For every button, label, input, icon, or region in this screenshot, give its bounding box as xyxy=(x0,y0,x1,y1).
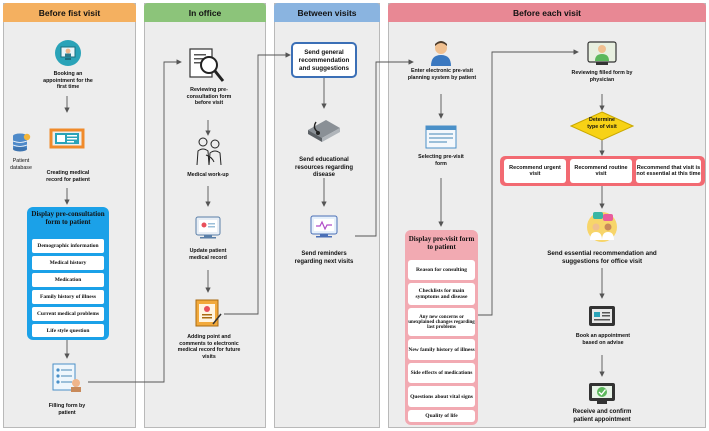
update-record-label: Update patient medical record xyxy=(189,248,227,261)
list-item: Reason for consulting xyxy=(408,260,475,280)
list-item: Quality of life xyxy=(408,410,475,422)
creating-record-label: Creating medical record for patient xyxy=(46,170,90,183)
list-item: Life style question xyxy=(32,324,104,337)
lane-title: In office xyxy=(144,3,266,22)
filling-form-icon xyxy=(50,362,84,392)
medical-workup-icon xyxy=(192,135,226,167)
list-item: Family history of illness xyxy=(32,290,104,304)
pre-visit-title: Display pre-visit form to patient xyxy=(408,235,475,252)
reviewing-form-label: Reviewing pre-consultation form before v… xyxy=(186,87,232,107)
list-item: Checklists for main symptoms and disease xyxy=(408,283,475,305)
reviewing-filled-label: Reviewing filled form by physician xyxy=(571,70,633,83)
lane-title: Between visits xyxy=(274,3,380,22)
send-educational-label: Send educational resources regarding dis… xyxy=(294,157,354,178)
book-advise-label: Book an appointment based on advise xyxy=(575,333,631,346)
pre-visit-panel: Display pre-visit form to patient Reason… xyxy=(405,230,478,425)
list-item: Questions about vital signs xyxy=(408,386,475,407)
pre-consultation-panel: Display pre-consultation form to patient… xyxy=(27,207,109,340)
medical-record-icon xyxy=(48,125,86,153)
options-container: Recommend urgent visit Recommend routine… xyxy=(500,156,705,186)
lane-title: Before fist visit xyxy=(3,3,136,22)
list-item: Side effects of medications xyxy=(408,363,475,383)
adding-point-label: Adding point and comments to electronic … xyxy=(177,334,241,360)
list-item: Medical history xyxy=(32,256,104,270)
filling-form-label: Filling form by patient xyxy=(48,403,86,416)
patient-database-icon xyxy=(11,132,31,154)
reviewing-form-icon xyxy=(188,45,226,85)
list-item: New family history of illness xyxy=(408,339,475,360)
medical-workup-label: Medical work-up xyxy=(187,172,229,178)
send-general-box: Send general recommendation and suggesti… xyxy=(291,42,357,78)
book-appointment-icon xyxy=(588,305,616,327)
send-reminders-label: Send reminders regarding next visits xyxy=(294,251,354,265)
list-item: Demographic information xyxy=(32,239,104,253)
enter-system-label: Enter electronic pre-visit planning syst… xyxy=(407,68,477,81)
reminders-icon xyxy=(308,212,340,242)
determine-label: Determine type of visit xyxy=(587,117,617,130)
booking-label: Booking an appointment for the first tim… xyxy=(43,71,93,91)
option-not-essential: Recommend that visit is not essential at… xyxy=(636,159,701,183)
patient-avatar-icon xyxy=(430,40,452,66)
booking-icon xyxy=(55,40,81,66)
selecting-form-icon xyxy=(425,125,457,149)
list-item: Medication xyxy=(32,273,104,287)
doctors-chat-icon xyxy=(584,210,620,242)
list-item: Any new concerns or unexplained changes … xyxy=(408,308,475,336)
list-item: Current medical problems xyxy=(32,307,104,321)
patient-database-label: Patient database xyxy=(10,158,32,171)
pre-consultation-title: Display pre-consultation form to patient xyxy=(31,210,105,227)
lane-title: Before each visit xyxy=(388,3,706,22)
adding-point-icon xyxy=(193,298,223,328)
educational-resources-icon xyxy=(306,114,342,144)
receive-confirm-label: Receive and confirm patient appointment xyxy=(572,409,632,423)
physician-icon xyxy=(586,40,618,68)
selecting-form-label: Selecting pre-visit form xyxy=(418,154,464,167)
send-essential-label: Send essential recommendation and sugges… xyxy=(547,250,657,265)
option-urgent: Recommend urgent visit xyxy=(504,159,566,183)
confirm-appointment-icon xyxy=(588,382,616,406)
update-record-icon xyxy=(194,214,224,242)
send-general-label: Send general recommendation and suggesti… xyxy=(298,49,350,72)
option-routine: Recommend routine visit xyxy=(570,159,632,183)
determine-diamond xyxy=(570,111,634,141)
